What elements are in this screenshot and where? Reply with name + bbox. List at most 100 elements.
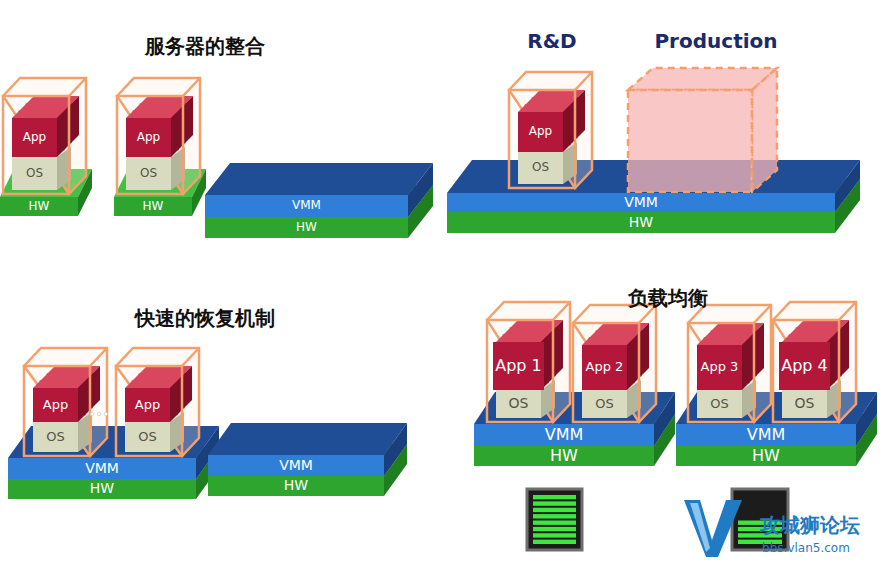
node-label: HW [90,481,114,496]
vm-wireframe-front [688,323,754,422]
hw-slab: HW [8,479,196,499]
os-box: OS [697,390,742,418]
app-copy-top [503,327,556,335]
app-box-top [496,334,549,342]
app-box: App [33,388,78,422]
app-box-front [582,345,627,390]
meter-frame [527,489,582,550]
vm-wireframe-front [117,96,183,194]
node-label: VMM [545,426,584,444]
app-box-side [78,380,86,422]
vm-wireframe-front [573,323,639,422]
node-label: VMM [279,458,313,473]
app-copy-top [19,103,72,111]
vm-wireframe-front [773,320,839,422]
vm-wireframe-front [24,366,90,456]
os-box: OS [12,157,57,190]
vmm-slab: VMM [676,424,856,446]
meter-bar [533,495,576,499]
vmm-slab: VMM [208,455,384,476]
vmm-slab-front [676,424,856,446]
meter-bar [533,540,576,544]
vm-stack [117,78,200,194]
migration-dot [90,412,94,416]
app-copy-top [40,373,93,381]
meter-bar [533,527,576,531]
app-box-top [782,334,835,342]
os-box-front [782,390,827,418]
os-box-front [12,157,57,190]
vmm-slab: VMM [205,195,408,217]
app-box-front [33,388,78,422]
vm-wireframe-back [24,348,107,456]
node-label: OS [532,161,549,174]
hw-slab-front [0,197,78,216]
vm-wireframe-edge [90,348,107,366]
os-box: OS [582,390,627,418]
app-copy-top [132,373,185,381]
app-box-side [742,337,750,390]
os-box: OS [125,422,170,452]
migration-dot [97,412,101,416]
vmm-slab: VMM [8,458,196,479]
vm-wireframe-back [573,305,656,422]
meter-bar [533,514,576,518]
app-copy-top [133,103,186,111]
node-label: HW [629,215,653,230]
hw-slab: HW [114,197,192,216]
vm-stack [116,348,199,456]
vmm-slab-front [8,458,196,479]
node-label: HW [296,221,317,234]
os-box-front [125,422,170,452]
os-box: OS [496,390,541,418]
app-box-front [126,118,171,157]
vmm-slab-front [208,455,384,476]
node-label: OS [140,167,157,180]
hw-slab-front [114,197,192,216]
vm-wireframe-front [509,90,575,188]
hw-slab-front [447,212,835,233]
app-box: App [518,112,563,152]
hw-slab: HW [447,212,835,233]
os-box-front [126,157,171,190]
node-label: App [43,398,68,412]
node-label: VMM [292,199,321,212]
watermark: bbs.vlan5.com [762,542,850,555]
node-label: HW [752,447,780,465]
node-label: OS [26,167,43,180]
vm-wireframe-edge [182,348,199,366]
node-label: App [529,125,552,138]
os-box-front [697,390,742,418]
vm-wireframe-front [487,320,553,422]
app-box-top [697,337,750,345]
app-box-front [125,388,170,422]
vmm-slab-top [205,163,433,195]
app-box: App [12,118,57,157]
vmm-slab-side [856,392,877,446]
hw-slab: HW [676,446,856,466]
node-label: App [23,131,46,144]
node-label: OS [710,397,728,411]
vmm-slab-front [205,195,408,217]
node-label: HW [550,447,578,465]
vm-stack [773,302,856,422]
os-box: OS [126,157,171,190]
vm-stack [24,348,107,456]
app-box-top [518,104,571,112]
app-box-side [563,104,571,152]
vmm-slab-front [447,193,835,212]
node-label: App [135,398,160,412]
vm-wireframe-edge [839,302,856,320]
node-label: OS [46,430,64,444]
node-label: HW [29,200,50,213]
logo-v-highlight [690,503,710,552]
vm-wireframe-edge [575,72,592,90]
vm-stack [573,305,656,422]
heading: Production [654,30,777,52]
vm-wireframe-back [688,305,771,422]
os-box: OS [518,152,563,184]
vmm-slab: VMM [447,193,835,212]
node-label: OS [795,396,815,411]
logo-v [684,500,742,557]
hw-slab: HW [0,197,78,216]
